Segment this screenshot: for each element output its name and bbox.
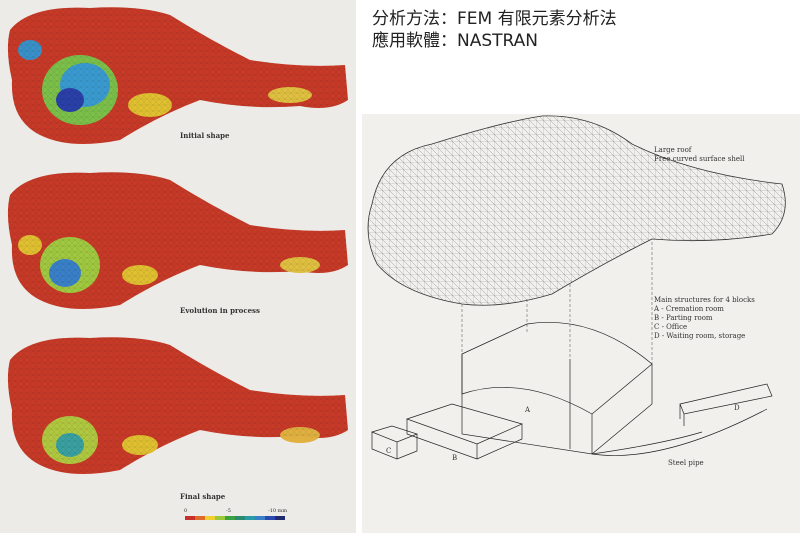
blocks bbox=[370, 321, 773, 460]
block-label-b: B bbox=[452, 454, 458, 462]
color-scale bbox=[185, 516, 285, 520]
roof-label-line1: Large roof bbox=[654, 146, 692, 154]
header-text: 分析方法：FEM 有限元素分析法 應用軟體：NASTRAN bbox=[372, 8, 617, 52]
roof-label: Large roof Free curved surface shell bbox=[654, 146, 745, 164]
structure-d: D - Waiting room, storage bbox=[654, 332, 746, 340]
caption-evolution: Evolution in process bbox=[180, 306, 260, 315]
fem-analysis-panel: Initial shape Evolution in process Final… bbox=[0, 0, 356, 533]
structures-legend: Main structures for 4 blocks A - Cremati… bbox=[654, 296, 755, 341]
analysis-method: 分析方法：FEM 有限元素分析法 bbox=[372, 9, 617, 29]
scale-min: 0 bbox=[184, 508, 188, 514]
caption-initial: Initial shape bbox=[180, 131, 230, 140]
structure-diagram-panel: Large roof Free curved surface shell Mai… bbox=[362, 114, 800, 533]
scale-mid: -5 bbox=[226, 508, 231, 514]
structure-a: A - Cremation room bbox=[654, 305, 724, 313]
initial-shape bbox=[7, 7, 349, 144]
block-label-a: A bbox=[525, 406, 531, 414]
block-label-d: D bbox=[734, 404, 740, 412]
fem-shapes bbox=[7, 7, 349, 520]
structure-c: C - Office bbox=[654, 323, 688, 331]
roof-label-line2: Free curved surface shell bbox=[654, 155, 745, 163]
large-roof bbox=[367, 115, 786, 306]
structures-title: Main structures for 4 blocks bbox=[654, 296, 755, 304]
structure-b: B - Parting room bbox=[654, 314, 713, 322]
caption-final: Final shape bbox=[180, 492, 226, 501]
steel-pipe-label: Steel pipe bbox=[668, 459, 704, 467]
software: 應用軟體：NASTRAN bbox=[372, 31, 538, 51]
scale-max: -10 mm bbox=[268, 508, 288, 514]
final-shape bbox=[7, 337, 349, 474]
block-label-c: C bbox=[386, 447, 392, 455]
evolution-shape bbox=[7, 172, 349, 309]
structure-drawing bbox=[367, 115, 786, 460]
